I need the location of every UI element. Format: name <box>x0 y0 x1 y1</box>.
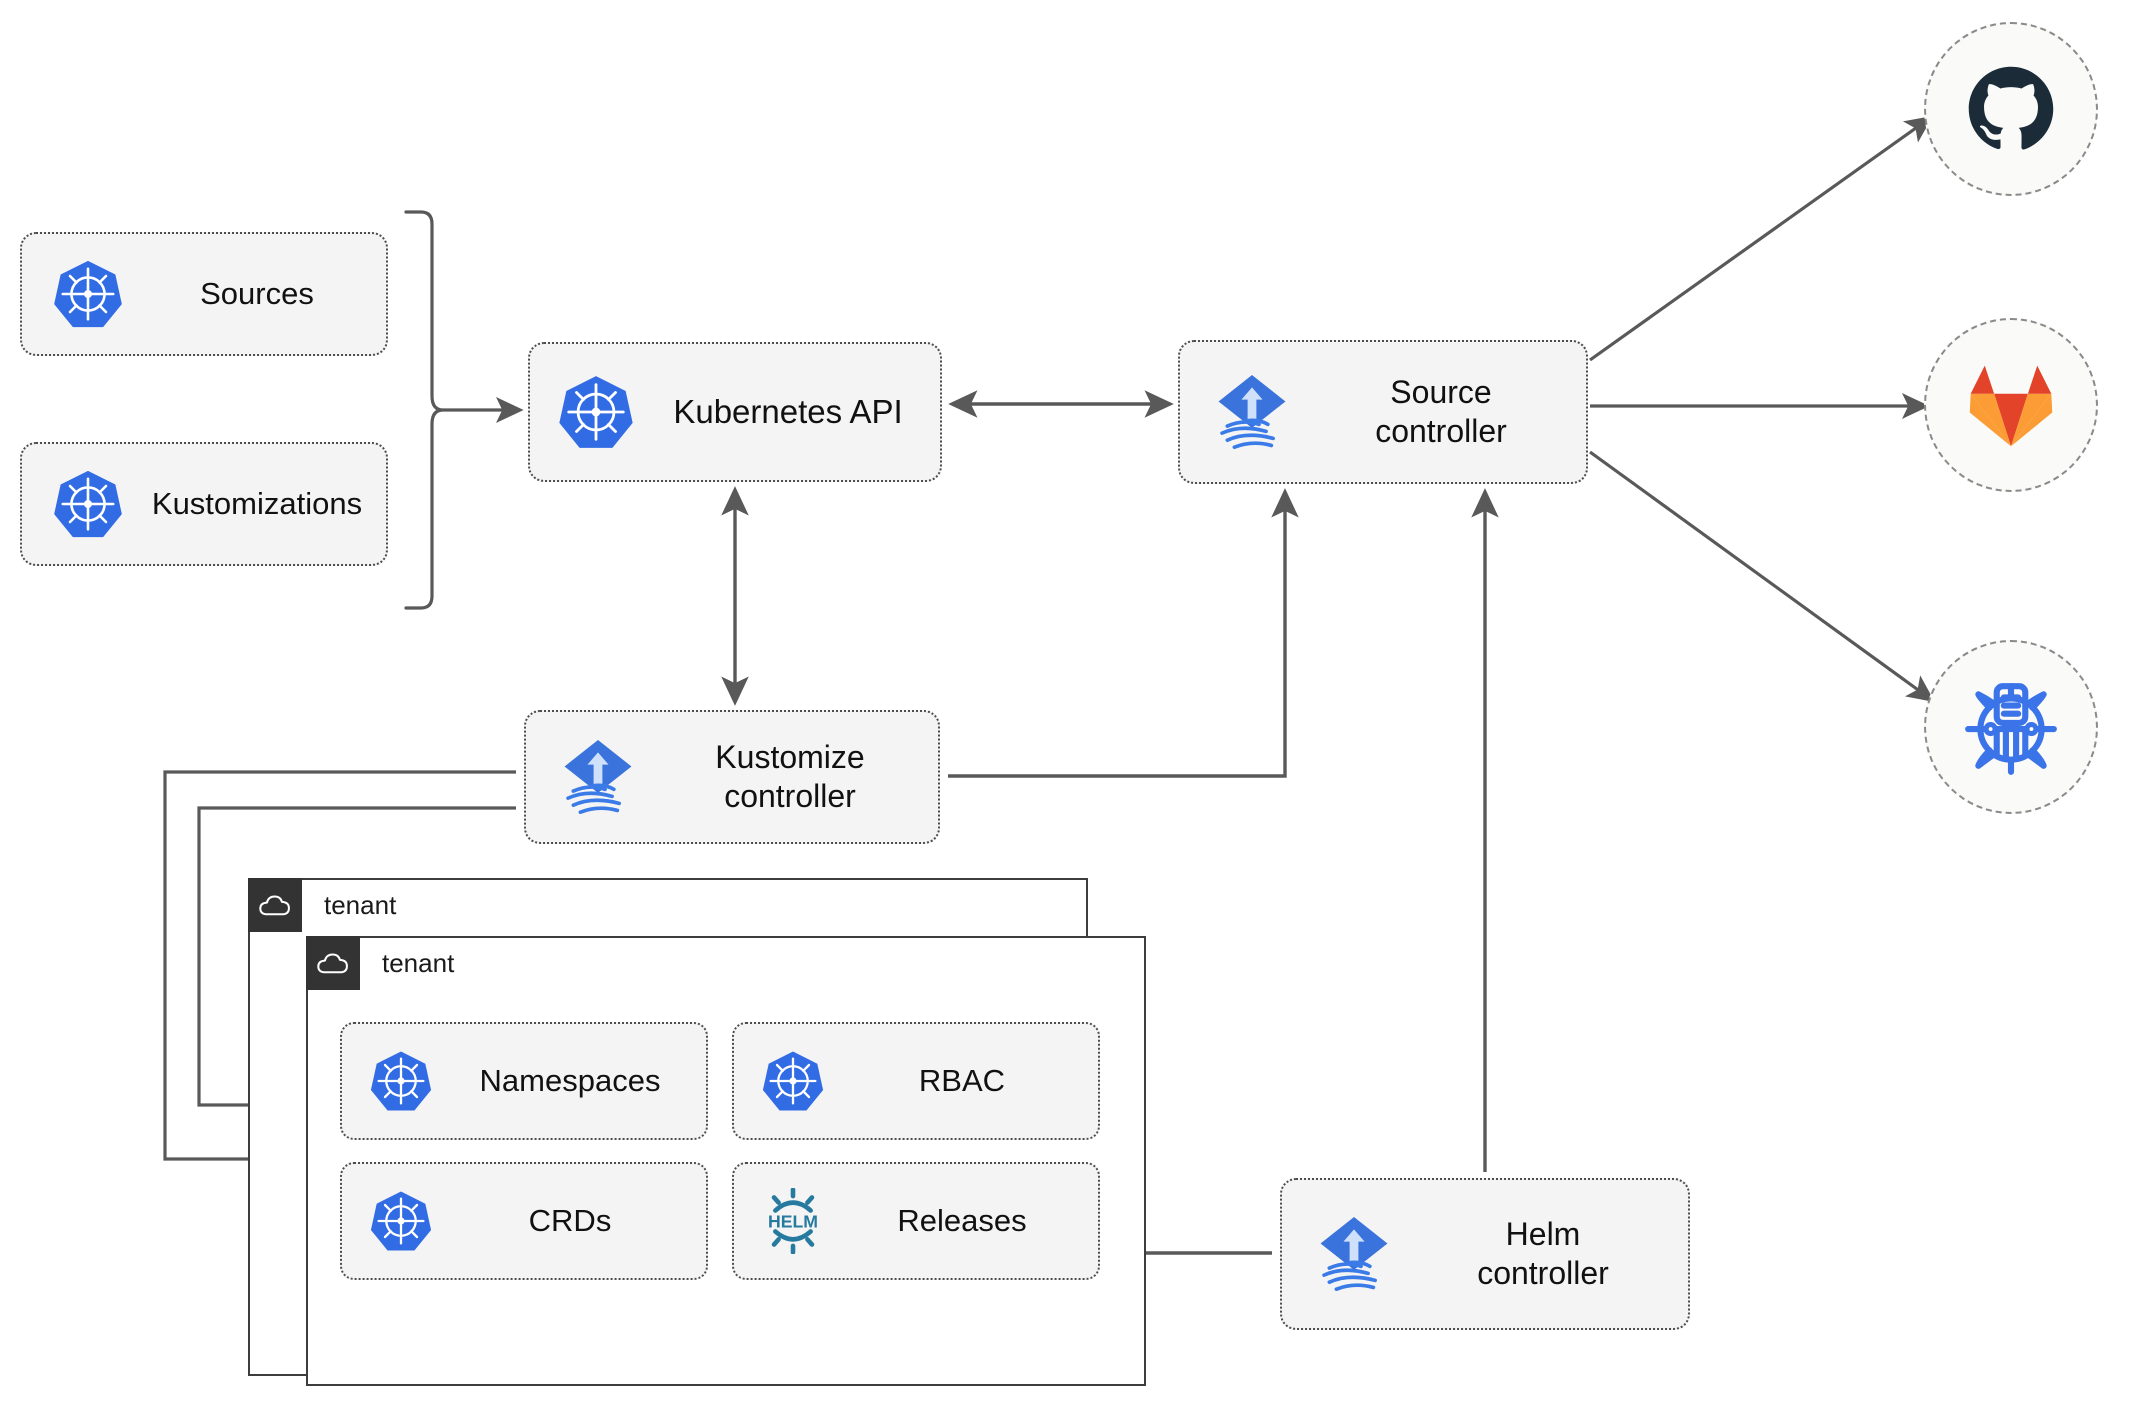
node-kustomizations[interactable]: Kustomizations <box>20 442 388 566</box>
kubernetes-icon <box>40 258 136 330</box>
node-kustomize-controller[interactable]: Kustomize controller <box>524 710 940 844</box>
helm-repository-icon <box>1960 676 2062 778</box>
tenant-name: tenant <box>382 947 455 978</box>
kubernetes-icon <box>358 1049 444 1113</box>
node-sources[interactable]: Sources <box>20 232 388 356</box>
cloud-icon <box>248 878 302 932</box>
node-label: Source controller <box>1375 373 1507 449</box>
chip-label: Releases <box>897 1203 1027 1238</box>
edge-kustomizecontroller-to-sourcecontroller <box>948 488 1299 778</box>
svg-text:HELM: HELM <box>768 1212 818 1232</box>
node-helm-controller[interactable]: Helm controller <box>1280 1178 1690 1330</box>
node-label: Kubernetes API <box>673 392 903 430</box>
kubernetes-icon <box>548 373 644 451</box>
chip-releases[interactable]: HELM Releases <box>732 1162 1100 1280</box>
edge-sourcecontroller-to-github <box>1589 115 1933 362</box>
node-source-controller[interactable]: Source controller <box>1178 340 1588 484</box>
chip-namespaces[interactable]: Namespaces <box>340 1022 708 1140</box>
repo-github[interactable] <box>1924 22 2098 196</box>
tenant-resource-grid: Namespaces <box>340 1022 1100 1280</box>
kubernetes-icon <box>750 1049 836 1113</box>
helm-icon: HELM <box>750 1188 836 1254</box>
chip-crds[interactable]: CRDs <box>340 1162 708 1280</box>
flux-icon <box>546 733 650 821</box>
node-label: Sources <box>200 276 314 312</box>
kubernetes-icon <box>40 468 136 540</box>
cloud-icon <box>306 936 360 990</box>
node-label: Kustomize controller <box>715 738 865 814</box>
tenant-name: tenant <box>324 889 397 920</box>
node-label: Kustomizations <box>151 486 363 522</box>
tenant-panel-front[interactable]: tenant <box>306 936 1146 1386</box>
node-label: Helm controller <box>1477 1215 1609 1291</box>
github-icon <box>1963 61 2059 157</box>
flux-icon <box>1302 1210 1406 1298</box>
gitlab-icon <box>1964 360 2058 450</box>
edge-sourcecontroller-to-helmrepo <box>1589 450 1935 703</box>
chip-label: CRDs <box>528 1203 612 1238</box>
edge-inputs-bracket <box>404 210 444 610</box>
repo-gitlab[interactable] <box>1924 318 2098 492</box>
kubernetes-icon <box>358 1189 444 1253</box>
chip-rbac[interactable]: RBAC <box>732 1022 1100 1140</box>
repo-helm-repository[interactable] <box>1924 640 2098 814</box>
tenant-header: tenant <box>306 936 454 990</box>
node-kubernetes-api[interactable]: Kubernetes API <box>528 342 942 482</box>
chip-label: Namespaces <box>479 1063 661 1098</box>
tenant-header: tenant <box>248 878 396 932</box>
flux-icon <box>1200 368 1304 456</box>
chip-label: RBAC <box>918 1063 1006 1098</box>
